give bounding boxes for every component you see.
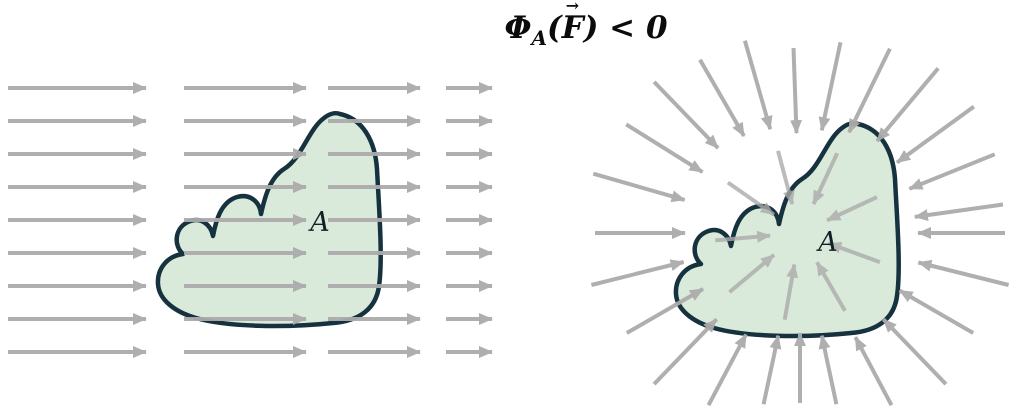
field-arrow [715,230,772,243]
phi-symbol: Φ [504,10,532,46]
vector-F: →F [561,0,584,47]
phi-subscript: A [531,26,548,51]
field-arrow [881,317,948,386]
field-arrow [652,317,719,386]
field-arrow [898,288,975,335]
field-arrow [847,47,892,134]
field-arrow [761,334,782,405]
flux-formula: ΦA(→F) < 0 [504,0,668,51]
right-field-inner-arrows [715,150,881,321]
field-arrow [875,67,940,143]
field-arrow [811,152,840,205]
F-symbol: F [561,10,584,46]
field-arrow [790,48,803,135]
field-arrow [818,334,839,405]
field-arrow [776,150,795,205]
field-arrow [706,333,748,407]
field-arrow [625,287,705,335]
right-figure: A [590,40,1010,407]
field-arrow [913,202,1004,222]
field-arrow [742,40,773,131]
field-arrow [726,180,775,217]
right-field-outer-arrows [590,40,1010,407]
field-arrow [590,259,685,287]
field-arrow [917,259,1010,287]
lparen: ( [547,10,562,46]
right-region-label: A [815,227,838,258]
vector-arrow-icon: → [565,0,580,15]
left-figure: A [8,82,493,358]
field-arrow [908,152,996,191]
left-region-label: A [307,207,330,238]
field-arrow [728,253,776,294]
formula-rest: ) < 0 [583,10,668,46]
field-arrow [826,195,878,223]
field-arrow [818,41,843,132]
field-arrow [895,104,976,165]
field-arrow [815,261,847,312]
field-arrow [827,241,881,264]
field-arrow [625,122,704,174]
field-arrow [853,336,894,407]
field-arrow [652,80,720,150]
field-arrow [592,171,686,203]
left-field-arrows [8,82,493,358]
field-arrow [698,58,746,138]
field-arrow [782,263,799,321]
